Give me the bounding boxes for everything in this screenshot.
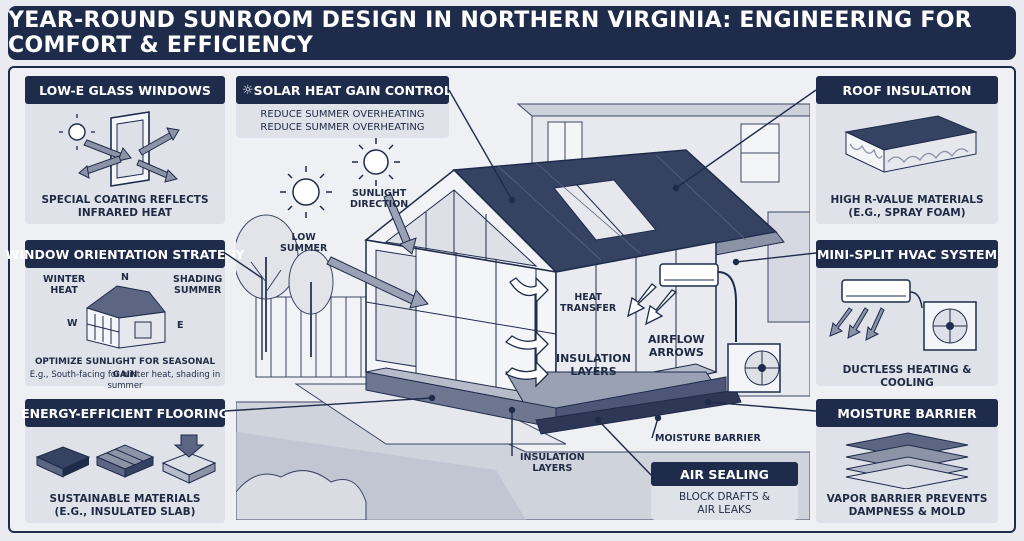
compass-north-label: N (121, 272, 129, 283)
caption-line: DAMPNESS & MOLD (848, 506, 966, 518)
caption-line: REDUCE SUMMER OVERHEATING (260, 122, 425, 133)
panel-window-orientation: WINDOW ORIENTATION STRATEGY WINTER HEAT … (6, 240, 244, 391)
caption-line: REDUCE SUMMER OVERHEATING (260, 109, 425, 120)
callout-line: INSULATION (556, 352, 631, 365)
label-line: SHADING (173, 274, 223, 285)
panel-subcaption: E.g., South-facing for winter heat, shad… (29, 370, 221, 391)
panel-solar-heat-gain: ☼ SOLAR HEAT GAIN CONTROL REDUCE SUMMER … (236, 76, 452, 138)
panel-caption: REDUCE SUMMER OVERHEATING REDUCE SUMMER … (240, 108, 445, 134)
label-line: HEAT (50, 285, 78, 296)
panel-caption: DUCTLESS HEATING & COOLING (842, 364, 972, 389)
callout-line: INSULATION (520, 452, 585, 463)
panel-heading: ENERGY-EFFICIENT FLOORING (21, 399, 229, 427)
panel-heading: MINI-SPLIT HVAC SYSTEM (816, 240, 998, 268)
callout-line: SUMMER (280, 243, 328, 254)
callout-line: LAYERS (570, 365, 617, 378)
callout-line: HEAT (574, 292, 602, 303)
insulation-layers-bottom-callout: INSULATION LAYERS (520, 452, 585, 474)
caption-line: SPECIAL COATING REFLECTS (41, 194, 209, 206)
house-compass-icon (85, 285, 166, 349)
insulation-layers-callout: INSULATION LAYERS (556, 352, 631, 378)
sunlight-arrows (326, 193, 429, 309)
sunlight-direction-callout: SUNLIGHT DIRECTION (350, 188, 408, 210)
panel-caption: HIGH R-VALUE MATERIALS (e.g., SPRAY FOAM… (820, 194, 994, 220)
panel-roof-insulation: ROOF INSULATION HIGH R-VALUE MATERIALS (… (816, 76, 998, 224)
shading-summer-label: SHADING SUMMER (173, 274, 222, 296)
caption-line: AIR LEAKS (697, 504, 752, 516)
heat-transfer-callout: HEAT TRANSFER (560, 292, 616, 314)
winter-heat-label: WINTER HEAT (43, 274, 85, 296)
airflow-arrows (504, 276, 678, 388)
layered-sheets-icon (845, 432, 969, 489)
panel-caption: SUSTAINABLE MATERIALS (e.g., INSULATED S… (29, 493, 221, 519)
callout-line: LOW (291, 232, 316, 243)
moisture-barrier-callout: MOISTURE BARRIER (655, 433, 761, 444)
outdoor-condenser-unit (727, 343, 781, 393)
panel-heading: ☼ SOLAR HEAT GAIN CONTROL (236, 76, 452, 104)
compass-east-label: E (177, 320, 184, 331)
label-line: SUMMER (174, 285, 222, 296)
callout-line: LAYERS (532, 463, 573, 474)
panel-caption: VAPOR BARRIER PREVENTS DAMPNESS & MOLD (820, 493, 994, 519)
sunroom-walls (365, 239, 717, 412)
panel-mini-split: MINI-SPLIT HVAC SYSTEM DUCTLESS HEATING … (816, 240, 998, 389)
page-title: YEAR-ROUND SUNROOM DESIGN IN NORTHERN VI… (8, 8, 973, 58)
panel-energy-flooring: ENERGY-EFFICIENT FLOORING SUSTAINABLE MA… (21, 399, 229, 523)
airflow-arrows-callout: AIRFLOW ARROWS (648, 333, 705, 359)
panel-low-e-glass: LOW-E GLASS WINDOWS SPECIAL COATING REFL… (25, 76, 225, 224)
caption-line: BLOCK DRAFTS & (678, 491, 771, 503)
panel-caption: OPTIMIZE SUNLIGHT FOR SEASONAL GAIN (34, 357, 216, 380)
tree-middle (288, 249, 334, 357)
mini-split-icon (829, 279, 977, 351)
caption-line: VAPOR BARRIER PREVENTS (826, 493, 988, 505)
callout-line: TRANSFER (560, 303, 617, 314)
floor-tiles-icon (35, 434, 217, 484)
panel-caption: BLOCK DRAFTS & AIR LEAKS (655, 491, 794, 517)
callout-line: MOISTURE BARRIER (655, 433, 761, 444)
panel-heading: MOISTURE BARRIER (816, 399, 998, 427)
label-line: WINTER (43, 274, 86, 285)
roof-layer-icon (844, 115, 978, 173)
panel-caption: SPECIAL COATING REFLECTS INFRARED HEAT (29, 194, 221, 220)
caption-line: SUSTAINABLE MATERIALS (49, 493, 201, 505)
caption-line: (e.g., INSULATED SLAB) (54, 506, 196, 518)
title-bar: YEAR-ROUND SUNROOM DESIGN IN NORTHERN VI… (8, 6, 1016, 60)
panel-heading: AIR SEALING (651, 462, 798, 486)
caption-line: INFRARED HEAT (77, 207, 173, 219)
sunroom-floor (365, 363, 742, 435)
caption-line: HIGH R-VALUE MATERIALS (830, 194, 984, 206)
panel-air-sealing: AIR SEALING BLOCK DRAFTS & AIR LEAKS (651, 462, 798, 520)
window-sun-icon (59, 111, 180, 187)
panel-heading: ROOF INSULATION (816, 76, 998, 104)
panel-heading: WINDOW ORIENTATION STRATEGY (6, 240, 244, 268)
callout-line: ARROWS (648, 346, 704, 359)
compass-west-label: W (67, 318, 78, 329)
callout-line: AIRFLOW (648, 333, 705, 346)
panel-heading: LOW-E GLASS WINDOWS (25, 76, 225, 104)
thermometer-sun-icon: ☼ (242, 82, 254, 98)
sun-icon (352, 138, 400, 186)
low-summer-callout: LOW SUMMER (280, 232, 327, 254)
callout-line: DIRECTION (350, 199, 409, 210)
caption-line: (e.g., SPRAY FOAM) (848, 207, 966, 219)
indoor-ac-unit (659, 263, 719, 287)
callout-line: SUNLIGHT (351, 188, 407, 199)
sun-icon (280, 166, 332, 218)
panel-moisture-barrier: MOISTURE BARRIER VAPOR BARRIER PREVENTS … (816, 399, 998, 523)
panel-heading-text: SOLAR HEAT GAIN CONTROL (253, 82, 452, 98)
